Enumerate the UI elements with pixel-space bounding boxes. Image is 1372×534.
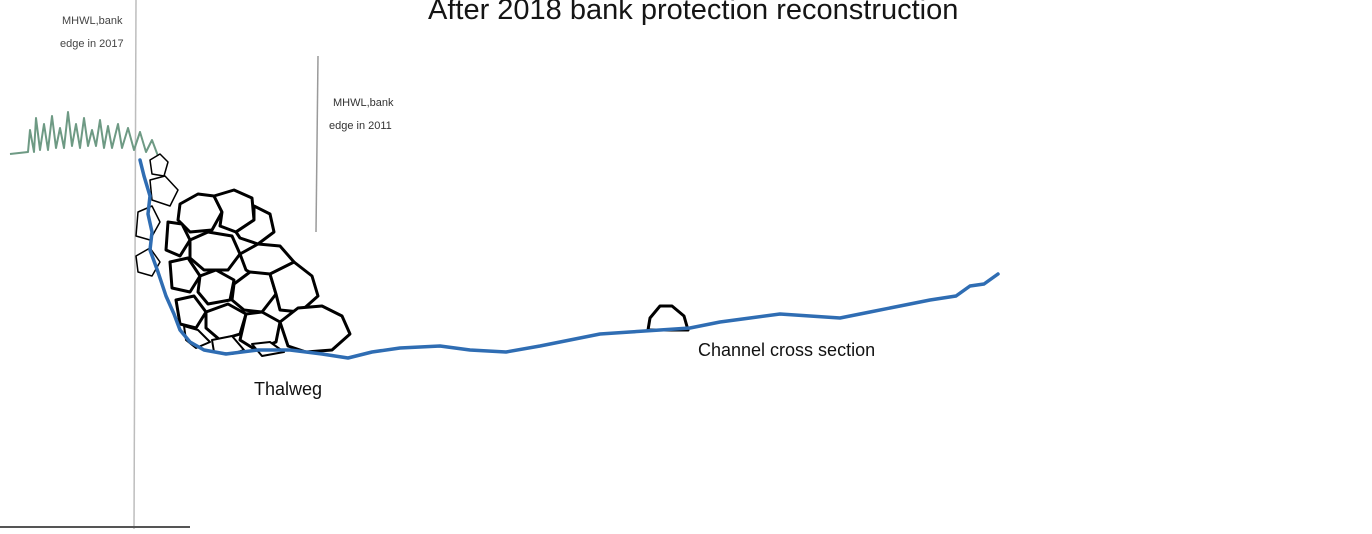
rock <box>174 294 208 330</box>
mhwl-2011-label-line2: edge in 2011 <box>329 120 392 132</box>
rock <box>278 304 352 354</box>
rock <box>268 260 320 314</box>
rock <box>230 270 278 314</box>
riprap-rocks <box>135 153 352 357</box>
mhwl-2017-label-line2: edge in 2017 <box>60 38 124 50</box>
thalweg-label: Thalweg <box>254 379 323 399</box>
vegetation-marsh <box>9 111 159 157</box>
mhwl-2017-label-line1: MHWL,bank <box>62 15 123 27</box>
rock <box>196 268 236 306</box>
rock <box>188 230 242 272</box>
rock <box>238 310 282 352</box>
rock <box>149 153 169 177</box>
rock <box>149 175 179 207</box>
rock <box>164 220 192 258</box>
rock <box>176 192 224 234</box>
rock <box>168 256 202 294</box>
diagram-title: After 2018 bank protection reconstructio… <box>428 0 959 26</box>
channel-profile-line <box>138 158 1000 360</box>
channel-cross-section-label: Channel cross section <box>698 340 876 360</box>
mhwl-2011-label-line1: MHWL,bank <box>333 97 394 109</box>
bedform-mound <box>646 304 690 332</box>
mhwl-2011-line <box>315 55 319 233</box>
mhwl-2017-line <box>133 0 137 530</box>
rock <box>234 204 276 246</box>
